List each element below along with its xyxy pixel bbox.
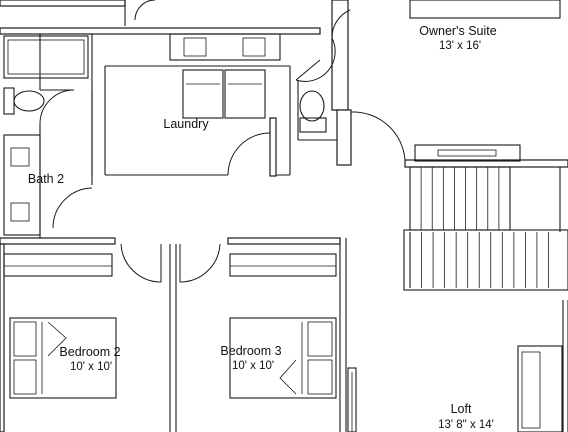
wall-laundry-stub	[269, 117, 277, 177]
door-owners-top	[331, 9, 351, 39]
bath2-label: Bath 2	[28, 172, 64, 186]
loft-fixtures	[347, 345, 563, 432]
toilet-tank-bath	[3, 87, 15, 115]
owners-bed-edge	[409, 0, 561, 19]
loft-railing-post	[347, 367, 357, 432]
bedroom3-sheet-fold	[279, 359, 297, 395]
bathtub	[3, 35, 89, 79]
door-owners-suite	[350, 111, 406, 165]
owners-suite-label: Owner's Suite	[419, 24, 496, 38]
owners-bench	[414, 144, 521, 162]
upper-cabinet-box-2	[242, 37, 266, 57]
closet-bedroom3	[229, 253, 337, 277]
vanity-bath	[3, 134, 41, 236]
dryer	[224, 69, 266, 119]
wall-bedrooms-top-left	[0, 237, 116, 245]
stair-treads-lower	[421, 232, 549, 288]
door-wc	[295, 37, 336, 82]
closet-bedroom2	[3, 253, 113, 277]
wall-owners-left-lower	[336, 109, 352, 166]
owners-bench-inner	[437, 149, 497, 157]
pillow-bedroom2-1	[13, 321, 37, 357]
upper-cabinet	[169, 33, 281, 61]
bedroom3-dims: 10' x 10'	[232, 360, 274, 372]
wall-bed2-left-stub	[0, 243, 5, 432]
bath2-fixtures	[3, 35, 89, 236]
door-bedroom2	[120, 243, 162, 283]
upper-cabinet-box-1	[183, 37, 207, 57]
toilet-tank-wc	[299, 117, 327, 133]
pillow-bedroom3-2	[307, 359, 333, 395]
door-laundry	[227, 132, 271, 176]
bedroom2-label: Bedroom 2	[59, 345, 120, 359]
bathtub-inner	[7, 39, 85, 75]
door-bath-lower	[52, 187, 93, 229]
door-bedroom3	[179, 243, 221, 283]
pillow-bedroom3-1	[307, 321, 333, 357]
toilet-bowl-bath	[13, 90, 45, 112]
owners-suite-fixtures	[409, 0, 561, 162]
bed-bedroom3	[229, 317, 337, 399]
door-bath-upper	[39, 89, 75, 125]
loft-label: Loft	[451, 402, 472, 416]
bedroom3-label: Bedroom 3	[220, 344, 281, 358]
owners-suite-dims: 13' x 16'	[439, 40, 481, 52]
staircase	[403, 166, 568, 291]
laundry-fixtures	[169, 33, 281, 119]
sink-1	[10, 147, 30, 167]
bedroom3-fixtures	[229, 253, 337, 399]
stair-treads-upper	[420, 167, 500, 230]
laundry-label: Laundry	[163, 117, 209, 131]
bedroom2-dims: 10' x 10'	[70, 361, 112, 373]
sink-2	[10, 202, 30, 222]
wc-fixtures	[299, 90, 327, 133]
door-top-left	[134, 0, 156, 21]
toilet-bowl-wc	[299, 90, 325, 122]
room-labels: Owner's Suite 13' x 16' Laundry Bath 2 B…	[28, 24, 497, 431]
pillow-bedroom2-2	[13, 359, 37, 395]
stair-lower-flight	[403, 229, 568, 291]
stair-upper-flight	[409, 166, 511, 231]
doors	[39, 0, 406, 283]
wall-top-left	[0, 0, 126, 7]
bedroom2-sheet-fold	[47, 321, 67, 357]
sofa-loft-cushion	[521, 351, 541, 429]
wall-bedrooms-top-mid	[227, 237, 341, 245]
sofa-loft	[517, 345, 563, 432]
bedroom2-fixtures	[3, 253, 117, 399]
loft-dims: 13' 8" x 14'	[438, 419, 494, 431]
bed-bedroom2	[9, 317, 117, 399]
wall-upper-horizontal	[0, 27, 321, 35]
washer	[182, 69, 224, 119]
